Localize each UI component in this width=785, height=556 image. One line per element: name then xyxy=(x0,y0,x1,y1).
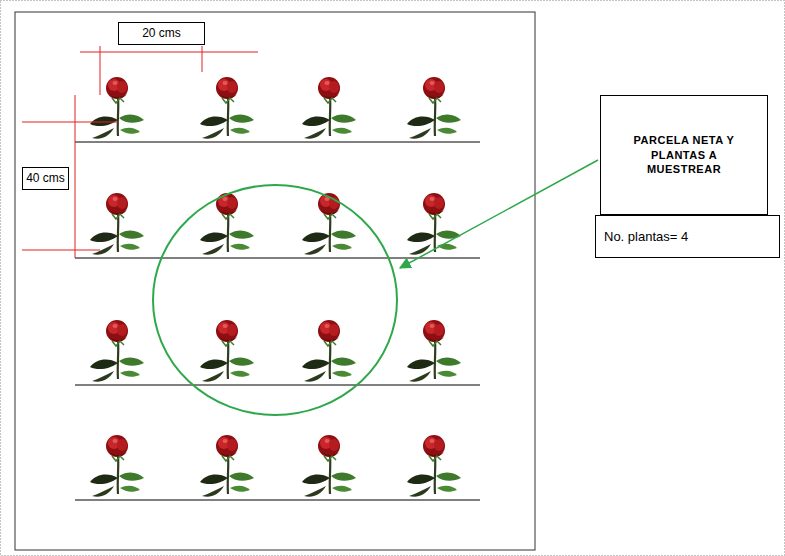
sample-circle xyxy=(153,185,397,415)
leader-arrow xyxy=(400,160,598,268)
dimension-box: 20 cms xyxy=(118,22,205,45)
dimension-box: 40 cms xyxy=(22,167,69,190)
dimension-label: 40 cms xyxy=(26,170,65,186)
row-lines xyxy=(75,142,480,500)
count-box: No. plantas= 4 xyxy=(595,215,780,258)
callout-box: PARCELA NETA Y PLANTAS A MUESTREAR xyxy=(600,95,768,215)
plot-frame xyxy=(15,12,535,550)
dimension-label: 20 cms xyxy=(142,25,181,41)
rose-plants xyxy=(90,77,461,497)
callout-text: PARCELA NETA Y PLANTAS A MUESTREAR xyxy=(628,133,740,178)
callout-text: No. plantas= 4 xyxy=(604,228,688,246)
dimension-lines xyxy=(22,46,258,258)
